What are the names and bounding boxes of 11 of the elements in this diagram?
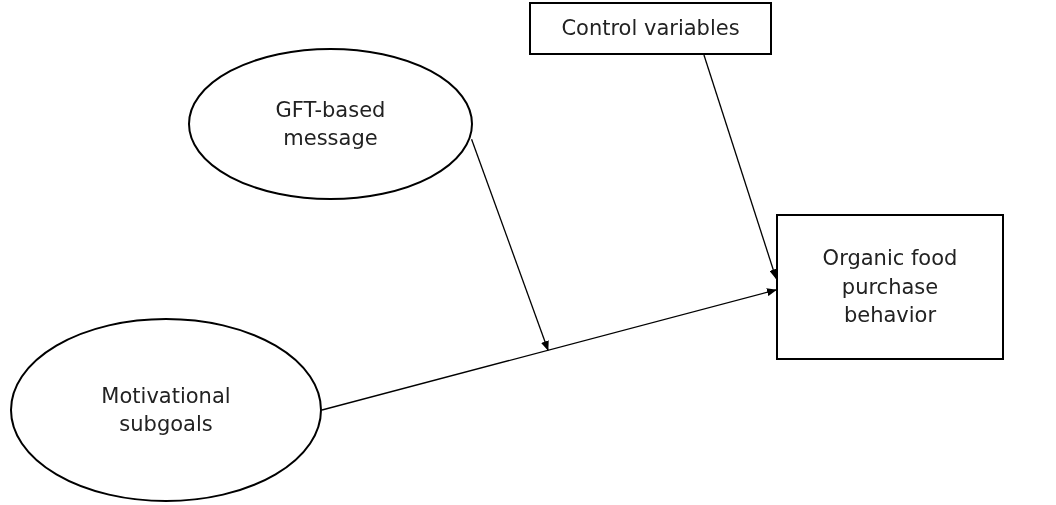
node-label: Motivational subgoals bbox=[100, 382, 232, 438]
arrow bbox=[321, 288, 777, 411]
construct-ellipse bbox=[188, 48, 473, 200]
variable-box bbox=[529, 2, 772, 55]
node-label: Control variables bbox=[561, 15, 740, 43]
node-label: GFT-based message bbox=[274, 96, 387, 152]
node-label: Organic food purchase behavior bbox=[821, 245, 959, 330]
construct-ellipse bbox=[10, 318, 322, 502]
variable-box bbox=[776, 214, 1004, 360]
arrow bbox=[470, 138, 549, 351]
arrow bbox=[703, 54, 778, 280]
